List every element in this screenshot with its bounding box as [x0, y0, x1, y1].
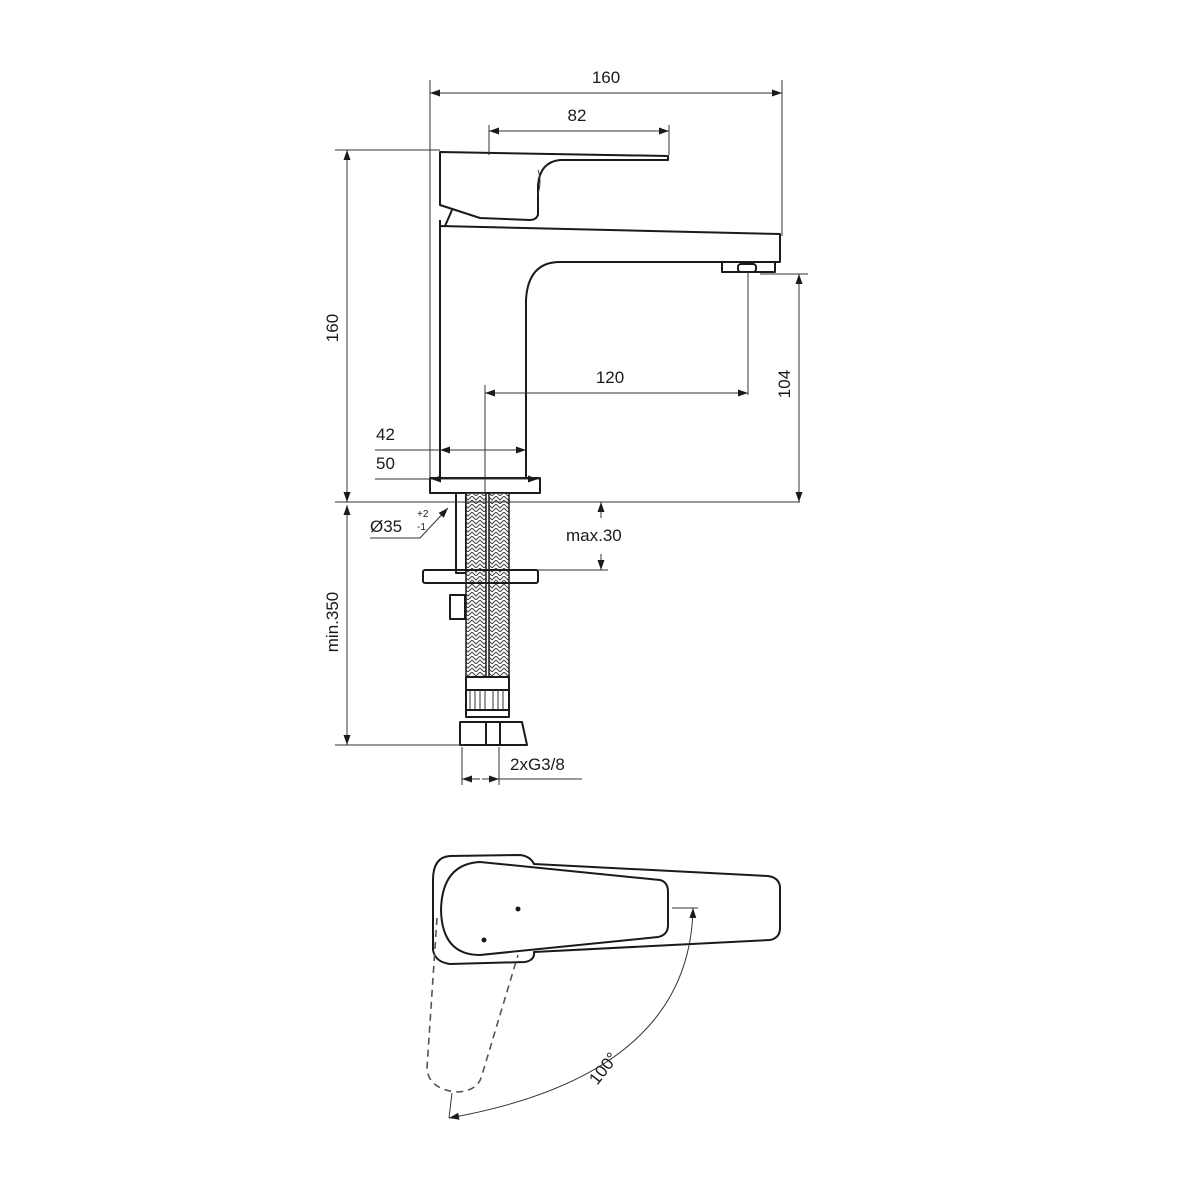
- top-view: 100°: [426, 854, 781, 1120]
- dim-label-body-width-base: 50: [376, 454, 395, 473]
- tolerance-plus: +2: [417, 509, 429, 520]
- hose-1: [465, 492, 487, 678]
- connection-nut: [459, 721, 528, 746]
- body-outline: [439, 225, 781, 479]
- body-top-outline: [432, 854, 781, 965]
- rotation-arc: [448, 907, 697, 1120]
- dim-label-overall-height: 160: [323, 314, 342, 342]
- dim-label-spout-reach: 120: [596, 368, 624, 387]
- fixing-plate: [422, 569, 539, 584]
- threaded-rod: [455, 492, 467, 574]
- dim-label-connection: 2xG3/8: [510, 755, 565, 774]
- dim-hole-diameter-leader: [370, 507, 449, 539]
- dim-label-hole-diameter: Ø35: [370, 517, 402, 536]
- lever-top-outline: [440, 861, 669, 956]
- dim-label-overall-width: 160: [592, 68, 620, 87]
- fixing-nut: [449, 594, 466, 620]
- dim-label-spout-height: 104: [775, 370, 794, 398]
- lever-outline: [439, 151, 669, 221]
- side-view: 160 82 160 120 104 42 50 Ø35 +2: [323, 68, 808, 785]
- dim-label-lever-length: 82: [568, 106, 587, 125]
- hose-2: [488, 492, 510, 678]
- dim-label-max-thickness: max.30: [566, 526, 622, 545]
- dim-label-body-width-inner: 42: [376, 425, 395, 444]
- tolerance-minus: -1: [417, 522, 426, 533]
- lever-rotated-position: [426, 917, 519, 1093]
- dim-label-min-hose-length: min.350: [323, 592, 342, 652]
